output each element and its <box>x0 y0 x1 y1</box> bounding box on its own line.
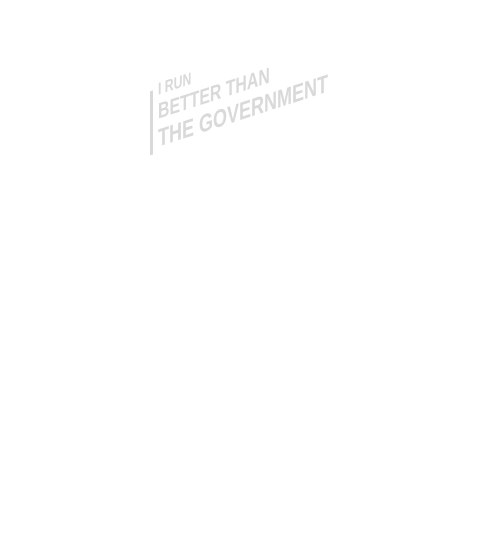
slogan-graphic: I RUN BETTER THAN THE GOVERNMENT <box>148 19 328 158</box>
slogan-bar <box>150 90 153 156</box>
